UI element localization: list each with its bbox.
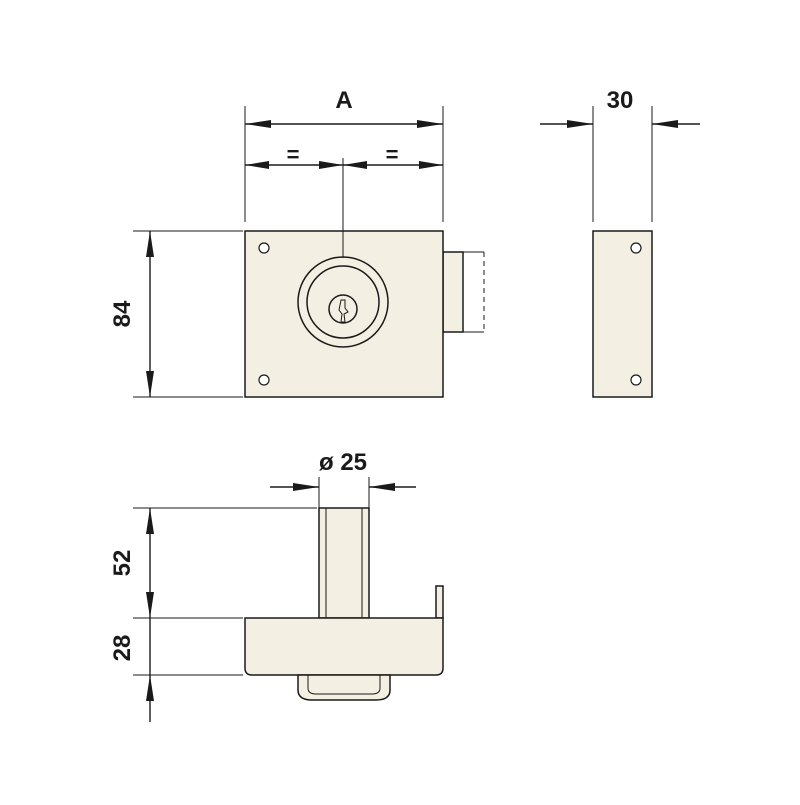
screw-hole-bottom-left (258, 374, 270, 386)
side-screw-hole-top (630, 242, 642, 254)
lock-case-bottom (244, 617, 444, 676)
dimension-width-a: A (244, 87, 444, 222)
dimension-equal-halves: = = (245, 142, 443, 169)
bottom-view (244, 507, 444, 701)
lock-body-side (592, 230, 653, 398)
strike-lip (435, 585, 444, 619)
label-depth-30: 30 (607, 87, 634, 114)
bolt (442, 251, 485, 333)
label-width-a: A (335, 87, 352, 114)
label-thickness-28: 28 (109, 635, 136, 662)
label-diameter-25: ø 25 (319, 449, 367, 476)
dimension-diameter-25: ø 25 (270, 449, 416, 508)
knob (297, 674, 391, 701)
label-equal-left: = (287, 142, 300, 167)
cylinder-front (297, 256, 389, 348)
dimension-length-52: 52 (109, 507, 317, 619)
side-screw-hole-bottom (630, 374, 642, 386)
dimension-depth-30: 30 (540, 87, 700, 222)
label-length-52: 52 (109, 550, 136, 577)
side-view (592, 230, 653, 398)
label-equal-right: = (386, 142, 399, 167)
front-view (244, 158, 485, 398)
dimension-thickness-28: 28 (109, 618, 243, 722)
cylinder-shaft (318, 507, 370, 619)
screw-hole-top-left (258, 242, 270, 254)
label-height-84: 84 (109, 300, 136, 327)
dimension-height-84: 84 (109, 230, 243, 398)
